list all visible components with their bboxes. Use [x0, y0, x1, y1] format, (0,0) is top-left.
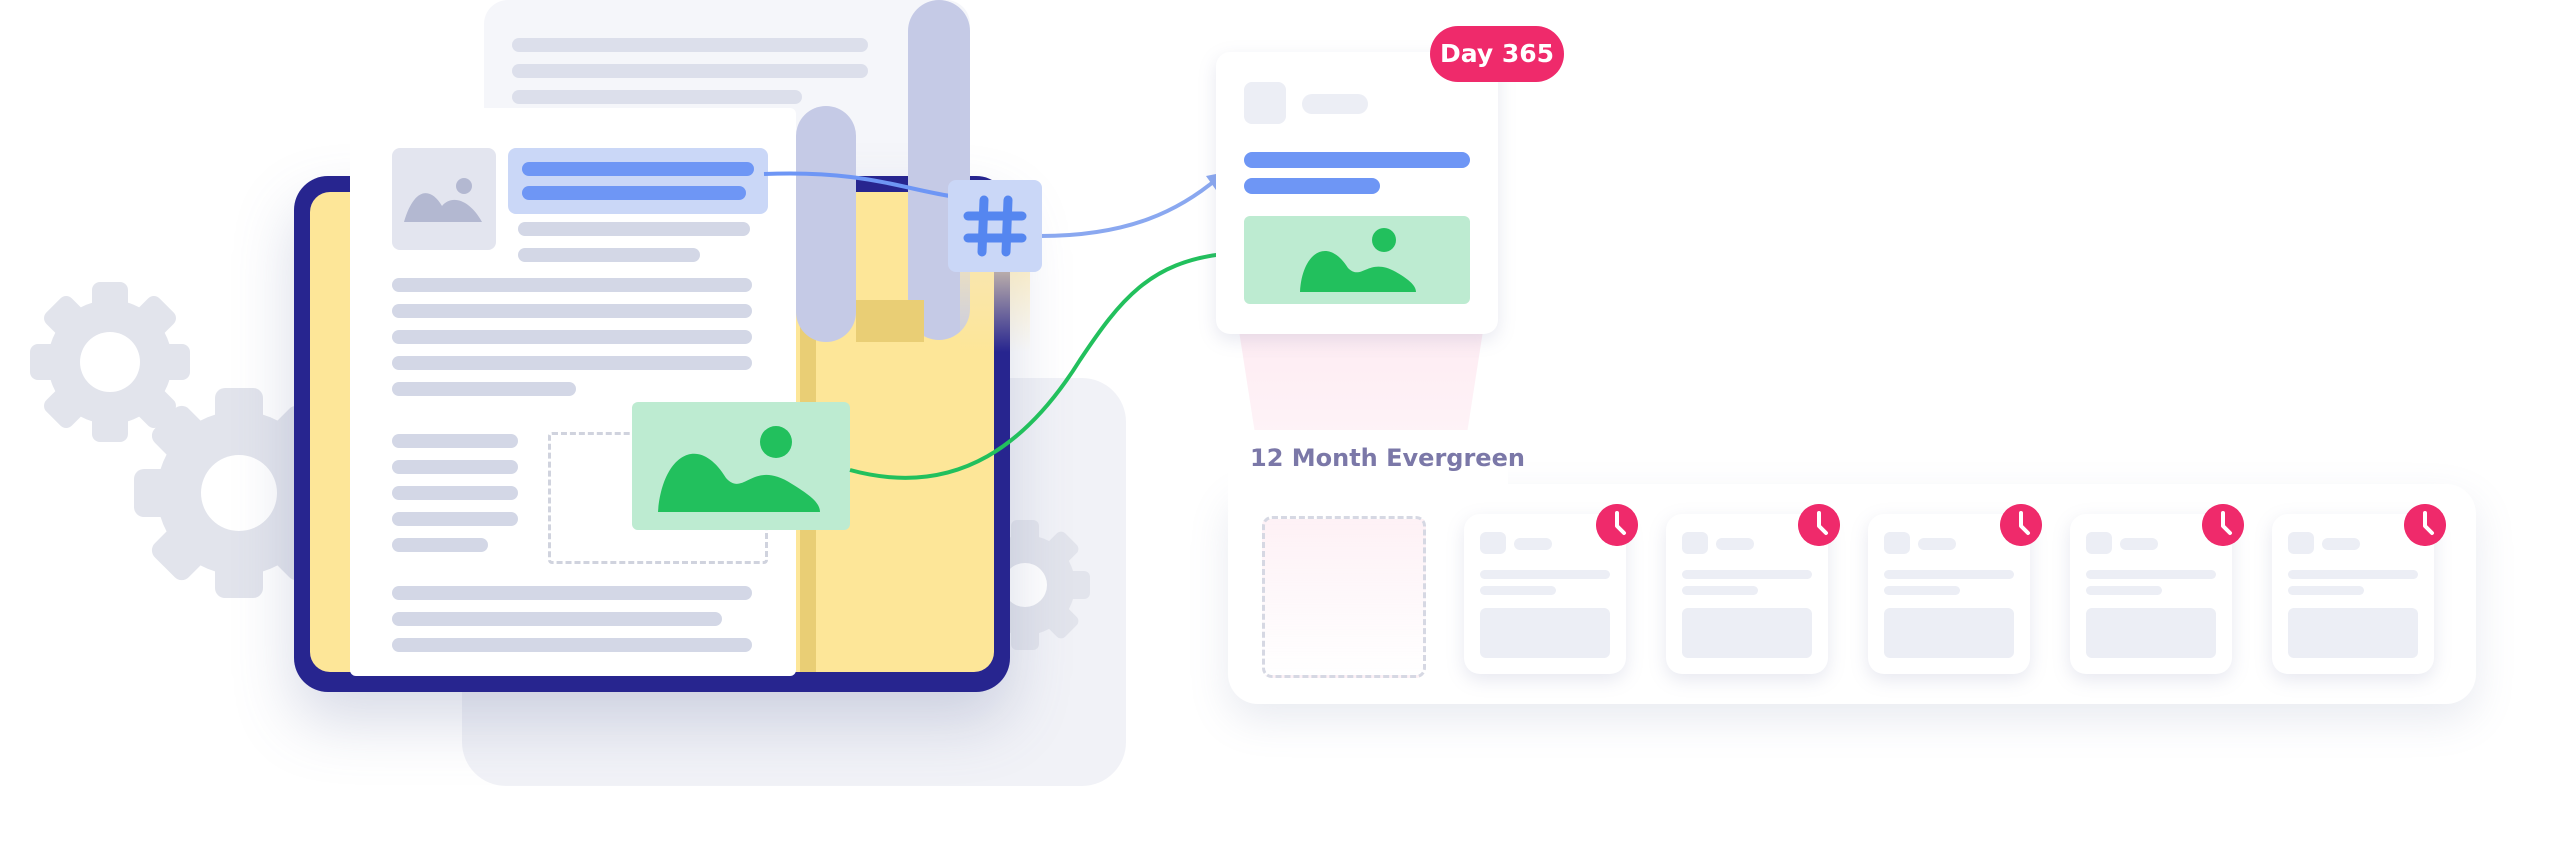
scheduled-card: [1868, 514, 2030, 674]
clock-icon: [1596, 504, 1638, 546]
folder-tab: [796, 106, 856, 342]
section-title: 12 Month Evergreen: [1250, 444, 1525, 472]
scheduled-card: [1464, 514, 1626, 674]
image-icon: [1300, 228, 1416, 292]
clock-icon: [1798, 504, 1840, 546]
headline-highlight: [508, 148, 768, 214]
evergreen-container: [1228, 484, 2476, 704]
image-thumbnail: [392, 148, 496, 250]
image-card: [632, 402, 850, 530]
scheduled-card: [1666, 514, 1828, 674]
empty-slot: [1262, 516, 1426, 678]
scheduled-card: [2070, 514, 2232, 674]
post-image: [1244, 216, 1470, 304]
clock-icon: [2000, 504, 2042, 546]
scheduled-card: [2272, 514, 2434, 674]
day-badge: Day 365: [1430, 26, 1564, 82]
post-card: [1216, 52, 1498, 334]
clock-icon: [2202, 504, 2244, 546]
clock-icon: [2404, 504, 2446, 546]
folder-tab: [908, 0, 970, 340]
hashtag-icon: [963, 195, 1027, 257]
image-icon: [404, 178, 482, 222]
image-icon: [658, 426, 820, 512]
gear-icon: [30, 282, 190, 442]
hashtag-badge: [948, 180, 1042, 272]
document-page: [350, 108, 796, 676]
